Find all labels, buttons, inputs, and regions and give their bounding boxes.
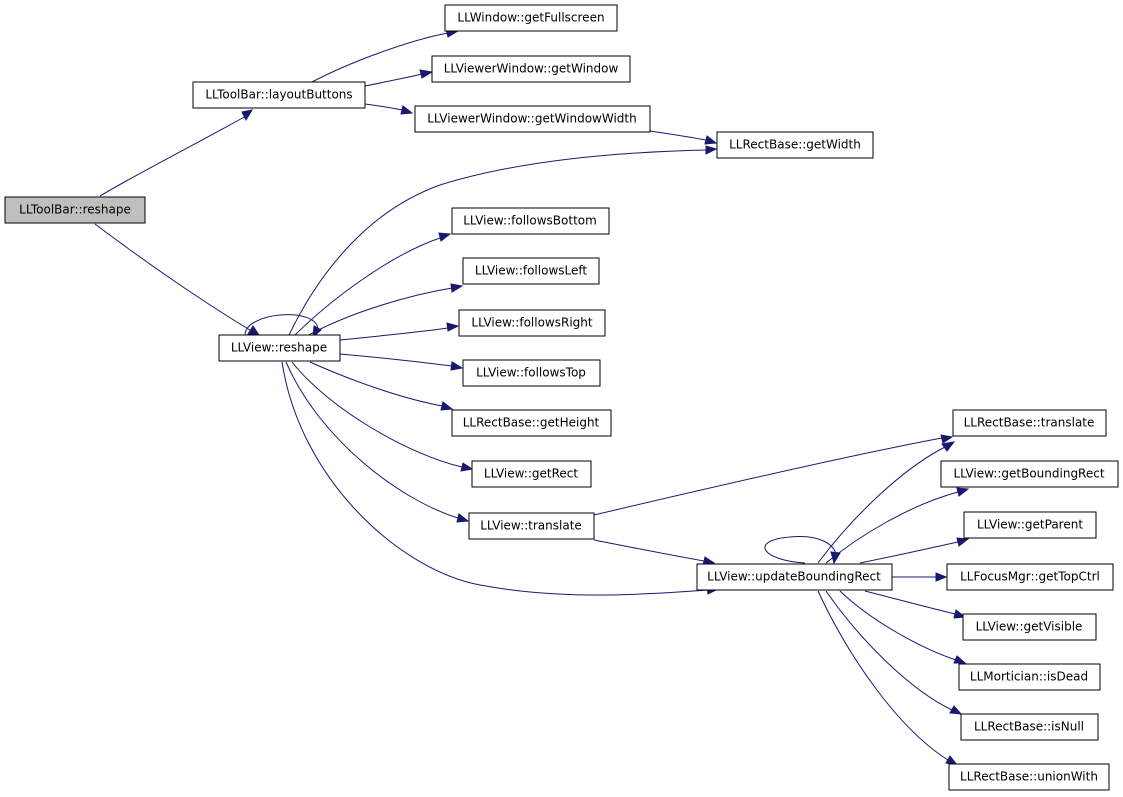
edge-viewreshape-updateboundingrect <box>281 361 709 596</box>
edge-viewreshape-getheight <box>309 361 443 407</box>
edge-viewreshape-getrect <box>291 361 463 468</box>
node-getfullscreen[interactable]: LLWindow::getFullscreen <box>444 4 618 32</box>
node-label: LLToolBar::layoutButtons <box>205 88 352 102</box>
node-label: LLToolBar::reshape <box>19 203 131 217</box>
node-label: LLRectBase::unionWith <box>960 770 1098 784</box>
node-label: LLViewerWindow::getWindowWidth <box>427 112 636 126</box>
node-gettopctrl[interactable]: LLFocusMgr::getTopCtrl <box>946 563 1114 591</box>
edge-viewreshape-followstop <box>339 353 453 367</box>
arrowhead <box>446 322 460 332</box>
edge-viewreshape-followsleft <box>304 287 453 338</box>
node-viewreshape[interactable]: LLView::reshape <box>218 334 341 362</box>
node-label: LLView::getParent <box>977 518 1083 532</box>
node-label: LLView::translate <box>480 519 582 533</box>
node-getwindow[interactable]: LLViewerWindow::getWindow <box>431 55 631 83</box>
arrowhead <box>419 69 434 79</box>
node-viewtranslate[interactable]: LLView::translate <box>468 512 595 540</box>
node-getparent[interactable]: LLView::getParent <box>963 511 1097 539</box>
node-label: LLView::reshape <box>231 341 327 355</box>
node-label: LLRectBase::getHeight <box>463 416 600 430</box>
node-root[interactable]: LLToolBar::reshape <box>4 196 146 224</box>
node-label: LLFocusMgr::getTopCtrl <box>960 570 1100 584</box>
edge-layoutbuttons-getwindow <box>364 73 423 87</box>
arrowhead <box>438 232 452 242</box>
arrowhead <box>941 441 956 452</box>
arrowhead <box>247 325 260 336</box>
arrowhead <box>949 705 963 715</box>
edge-viewreshape-viewtranslate <box>285 361 459 519</box>
node-label: LLViewerWindow::getWindow <box>444 62 619 76</box>
node-label: LLRectBase::translate <box>964 416 1095 430</box>
node-followstop[interactable]: LLView::followsTop <box>462 359 601 387</box>
nodes: LLToolBar::reshape LLToolBar::layoutButt… <box>4 4 1119 791</box>
edge-updateboundingrect-self <box>764 536 837 564</box>
node-followsright[interactable]: LLView::followsRight <box>458 309 606 337</box>
node-label: LLView::followsRight <box>471 316 592 330</box>
arrowhead <box>241 109 254 122</box>
edge-layoutbuttons-getwindowwidth <box>364 103 403 111</box>
node-label: LLMortician::isDead <box>970 670 1088 684</box>
edge-viewtranslate-updateboundingrect <box>593 539 705 562</box>
arrowhead <box>312 325 322 339</box>
edge-updateboundingrect-isdead <box>839 590 957 661</box>
node-layoutbuttons[interactable]: LLToolBar::layoutButtons <box>192 81 366 109</box>
arrowhead <box>956 537 970 547</box>
node-label: LLView::updateBoundingRect <box>707 570 881 584</box>
edge-viewtranslate-recttranslate <box>593 437 943 516</box>
edge-viewreshape-followsbottom <box>292 237 441 338</box>
node-label: LLWindow::getFullscreen <box>457 11 604 25</box>
edge-viewreshape-getwidth <box>287 149 707 338</box>
edge-updateboundingrect-getvisible <box>864 590 956 615</box>
arrowhead <box>705 145 718 155</box>
node-label: LLView::getBoundingRect <box>953 467 1104 481</box>
arrowhead <box>953 655 967 664</box>
arrowhead <box>400 105 414 115</box>
arrowhead <box>704 135 718 145</box>
arrowhead <box>456 513 470 523</box>
edge-updateboundingrect-getparent <box>859 541 959 564</box>
edge-updateboundingrect-unionwith <box>817 590 949 761</box>
node-getwindowwidth[interactable]: LLViewerWindow::getWindowWidth <box>414 105 651 133</box>
node-label: LLRectBase::isNull <box>974 720 1084 734</box>
node-label: LLView::getRect <box>484 467 578 481</box>
arrowhead <box>953 609 967 619</box>
arrowhead <box>450 283 464 293</box>
node-label: LLRectBase::getWidth <box>729 138 861 152</box>
edge-viewreshape-self <box>244 314 319 336</box>
node-unionwith[interactable]: LLRectBase::unionWith <box>948 763 1110 791</box>
node-followsleft[interactable]: LLView::followsLeft <box>462 257 600 285</box>
arrowhead <box>935 572 948 582</box>
node-label: LLView::followsTop <box>476 366 586 380</box>
edge-layoutbuttons-getfullscreen <box>311 32 449 83</box>
node-updateboundingrect[interactable]: LLView::updateBoundingRect <box>696 563 893 591</box>
arrowhead <box>460 462 474 472</box>
node-getwidth[interactable]: LLRectBase::getWidth <box>716 131 874 159</box>
node-label: LLView::getVisible <box>976 620 1083 634</box>
edge-updateboundingrect-recttranslate <box>817 446 946 564</box>
node-getrect[interactable]: LLView::getRect <box>471 460 592 488</box>
node-followsbottom[interactable]: LLView::followsBottom <box>451 207 610 235</box>
node-isdead[interactable]: LLMortician::isDead <box>958 663 1101 691</box>
edge-viewreshape-followsright <box>339 327 449 341</box>
node-getvisible[interactable]: LLView::getVisible <box>962 613 1097 641</box>
node-getheight[interactable]: LLRectBase::getHeight <box>451 409 612 437</box>
arrowhead <box>940 434 954 444</box>
edge-getwindowwidth-getwidth <box>649 130 707 141</box>
arrowhead <box>450 361 464 371</box>
arrowhead <box>440 401 454 411</box>
node-isnull[interactable]: LLRectBase::isNull <box>960 713 1099 741</box>
edge-root-layoutbuttons <box>99 115 247 197</box>
arrowhead <box>956 487 970 497</box>
edge-updateboundingrect-getboundingrect <box>825 491 959 564</box>
node-label: LLView::followsBottom <box>463 214 597 228</box>
node-getboundingrect[interactable]: LLView::getBoundingRect <box>940 460 1119 488</box>
edge-root-viewreshape <box>94 223 251 331</box>
node-label: LLView::followsLeft <box>475 264 587 278</box>
edge-updateboundingrect-isnull <box>825 590 953 711</box>
edges <box>94 28 970 766</box>
node-recttranslate[interactable]: LLRectBase::translate <box>952 409 1107 437</box>
